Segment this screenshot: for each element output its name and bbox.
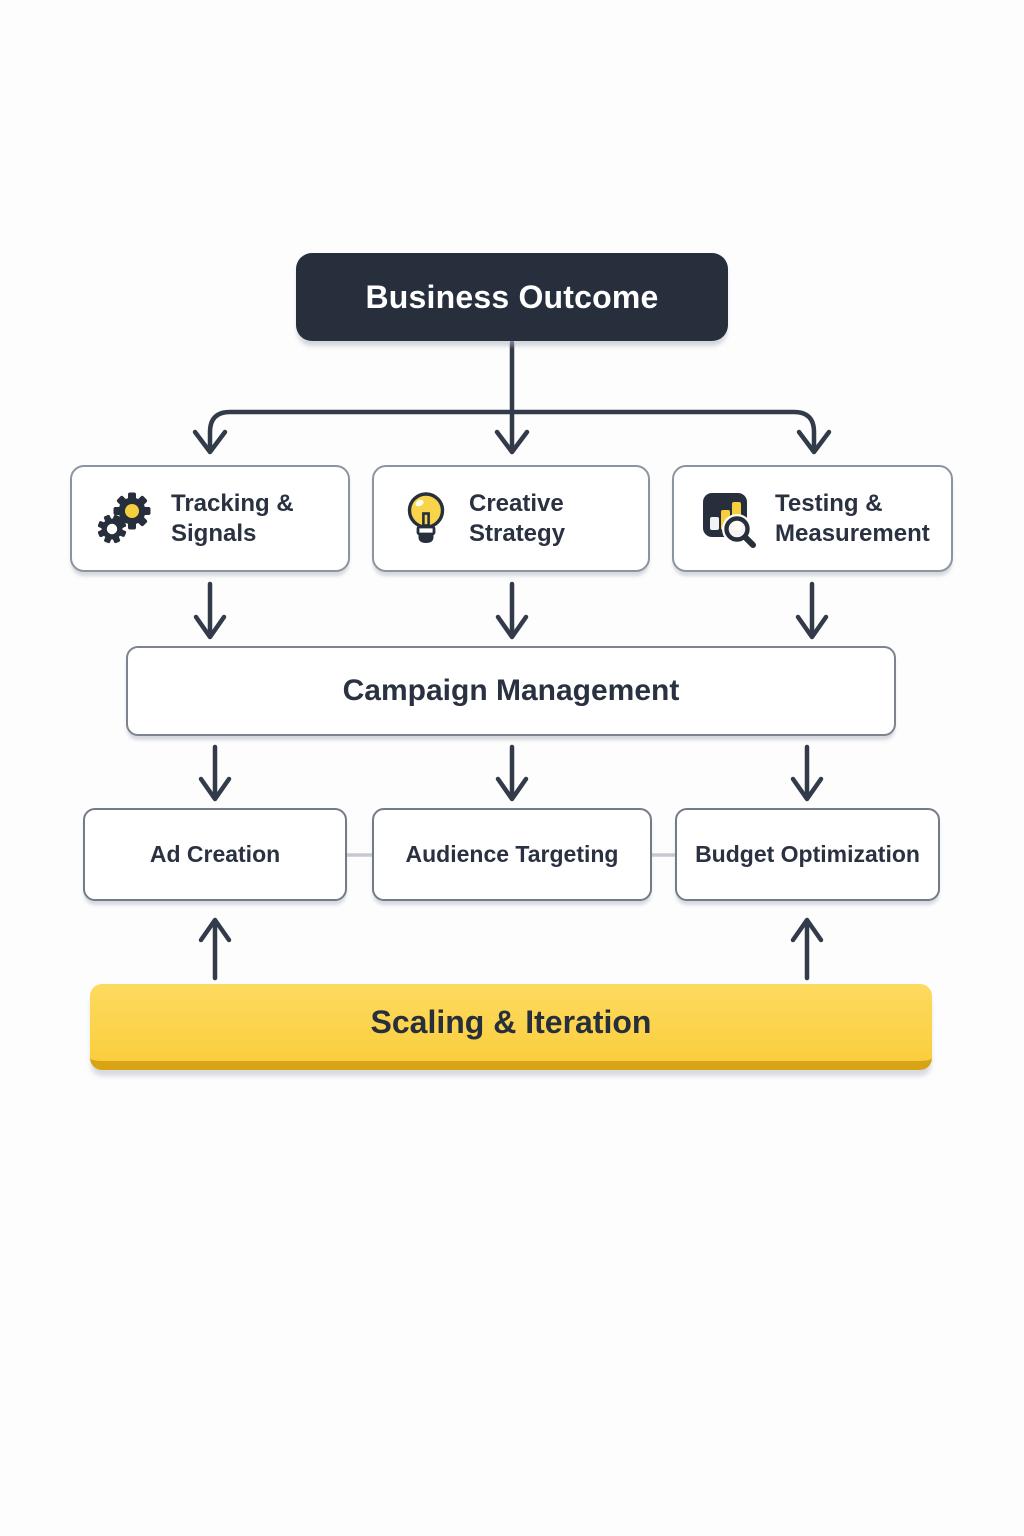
arrow-scaling-to-adcreation [198,917,232,981]
arrow-scaling-to-budget [790,917,824,981]
arrow-campaign-to-budget [790,744,824,802]
arrow-testing-to-campaign [795,581,829,640]
tracking-signals-label: Tracking & Signals [171,490,294,547]
gears-icon [98,491,154,547]
arrow-campaign-to-audience [495,744,529,802]
arrow-business-to-tracking [192,429,228,455]
node-creative-strategy: Creative Strategy [372,465,650,572]
testing-measurement-label: Testing & Measurement [775,490,930,547]
creative-strategy-label: Creative Strategy [469,490,566,547]
arrow-business-to-creative [494,340,530,455]
budget-optimization-label: Budget Optimization [695,841,920,867]
node-business-outcome: Business Outcome [296,253,728,341]
branch-connector [207,409,817,449]
node-testing-measurement: Testing & Measurement [672,465,953,572]
arrow-campaign-to-adcreation [198,744,232,802]
arrow-business-to-testing [796,429,832,455]
bar-chart-magnifier-icon [700,490,758,548]
node-scaling-iteration: Scaling & Iteration [90,984,932,1070]
node-budget-optimization: Budget Optimization [675,808,940,901]
scaling-iteration-label: Scaling & Iteration [370,1004,652,1040]
arrow-creative-to-campaign [495,581,529,640]
node-ad-creation: Ad Creation [83,808,347,901]
node-tracking-signals: Tracking & Signals [70,465,350,572]
campaign-management-label: Campaign Management [342,674,680,707]
ad-creation-label: Ad Creation [149,841,281,867]
audience-targeting-label: Audience Targeting [405,841,619,867]
node-audience-targeting: Audience Targeting [372,808,652,901]
lightbulb-icon [400,489,452,549]
node-campaign-management: Campaign Management [126,646,896,736]
business-outcome-label: Business Outcome [365,278,659,315]
arrow-tracking-to-campaign [193,581,227,640]
